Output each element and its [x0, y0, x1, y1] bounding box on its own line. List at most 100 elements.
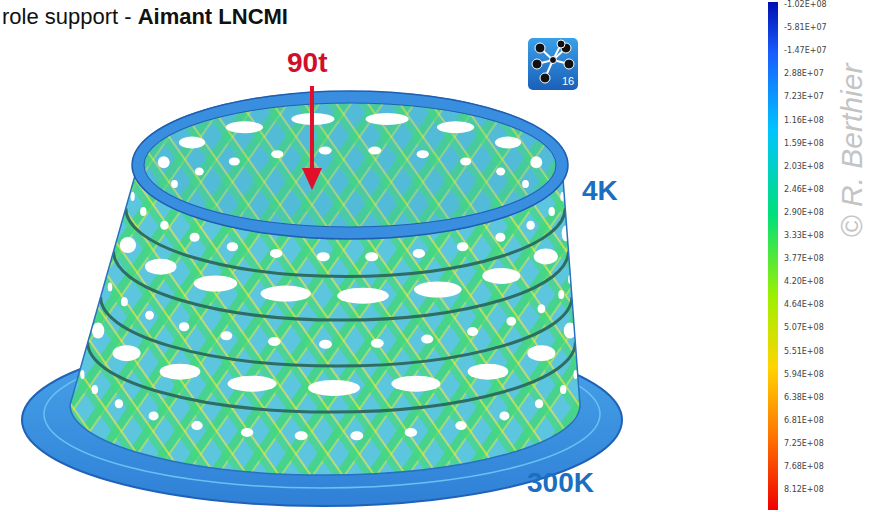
watermark: © R. Berthier	[835, 63, 868, 237]
hole	[495, 233, 505, 242]
hole	[437, 121, 474, 133]
load-label: 90t	[287, 48, 327, 79]
hole	[195, 168, 204, 176]
hole	[530, 156, 542, 168]
top-ring-edge	[132, 91, 568, 239]
inner-base	[130, 90, 570, 240]
inner-wall	[130, 90, 570, 240]
icon-number: 16	[562, 75, 574, 87]
hole	[317, 252, 330, 261]
hole	[228, 376, 277, 392]
title-text: role support -	[2, 5, 132, 29]
hole	[499, 411, 509, 420]
hole	[350, 431, 363, 440]
stiffener-ring	[101, 297, 572, 366]
hole	[191, 421, 202, 430]
stiffener-ring	[114, 251, 569, 320]
body-stripes	[60, 90, 600, 490]
hole	[221, 331, 233, 340]
hole	[467, 327, 478, 336]
scale-value: 6.81E+08	[784, 417, 824, 426]
hole	[319, 147, 332, 155]
hole	[496, 168, 505, 176]
hole	[538, 304, 546, 313]
top-ring	[138, 97, 562, 233]
hole	[121, 297, 128, 306]
hole	[160, 364, 201, 380]
hole	[149, 411, 159, 420]
scale-value: -1.02E+08	[784, 1, 827, 10]
hole	[414, 282, 462, 298]
color-bar	[768, 2, 778, 510]
inner-stripes	[130, 90, 570, 240]
hole	[457, 242, 468, 251]
hole	[227, 242, 238, 251]
hole	[417, 150, 429, 158]
hole	[171, 180, 178, 188]
inner-stripes	[130, 90, 570, 240]
hole	[391, 376, 440, 392]
hole	[271, 150, 283, 158]
hole	[92, 385, 98, 394]
scale-value: 3.77E+08	[784, 255, 824, 264]
load-arrow-head	[302, 168, 322, 190]
stiffener-ring	[88, 343, 576, 412]
hole	[522, 180, 529, 188]
hole	[229, 157, 240, 165]
scale-value: -5.81E+07	[784, 24, 827, 33]
scale-value: 7.68E+08	[784, 463, 824, 472]
scale-value: 2.03E+08	[784, 163, 824, 172]
hole	[108, 282, 113, 291]
hole	[421, 335, 433, 344]
title-text: Aimant LNCMI	[138, 5, 288, 29]
hole	[92, 323, 104, 339]
body-stripes	[60, 90, 600, 490]
hole	[560, 385, 566, 394]
hole	[261, 286, 311, 302]
hole	[527, 345, 555, 361]
scale-value: 6.38E+08	[784, 394, 824, 403]
scale-value: 5.51E+08	[784, 348, 824, 357]
hole	[460, 157, 471, 165]
hole	[270, 249, 282, 258]
hole	[120, 237, 136, 253]
software-icon	[528, 38, 578, 90]
scale-value: 1.16E+08	[784, 117, 824, 126]
hole	[145, 311, 154, 320]
hole	[131, 192, 135, 201]
hole	[179, 136, 205, 148]
scale-value: 8.12E+08	[784, 486, 824, 495]
hole	[226, 121, 263, 133]
scale-value: 2.46E+08	[784, 186, 824, 195]
scale-value: 5.07E+08	[784, 324, 824, 333]
cone-body	[60, 90, 600, 490]
scale-value: 1.59E+08	[784, 140, 824, 149]
scale-value: 4.64E+08	[784, 301, 824, 310]
scale-value: 7.23E+07	[784, 93, 824, 102]
load-arrow	[310, 86, 314, 170]
scale-value: -1.47E+07	[784, 47, 827, 56]
hole	[241, 428, 253, 437]
hole	[366, 113, 409, 125]
hole	[558, 290, 564, 299]
hole	[308, 380, 360, 396]
body-base	[60, 90, 600, 490]
hole	[468, 364, 509, 380]
hole	[158, 156, 170, 168]
hole	[295, 431, 308, 440]
scale-value: 4.20E+08	[784, 278, 824, 287]
hole	[405, 428, 417, 437]
hole	[482, 268, 520, 284]
hole	[179, 322, 189, 331]
scale-value: 3.33E+08	[784, 232, 824, 241]
hole	[80, 370, 84, 379]
hole	[140, 207, 146, 216]
hole	[535, 399, 543, 408]
scale-value: 2.88E+07	[784, 70, 824, 79]
hole	[319, 340, 332, 349]
hole	[534, 248, 558, 264]
scale-value: 2.90E+08	[784, 209, 824, 218]
hole	[549, 207, 555, 216]
